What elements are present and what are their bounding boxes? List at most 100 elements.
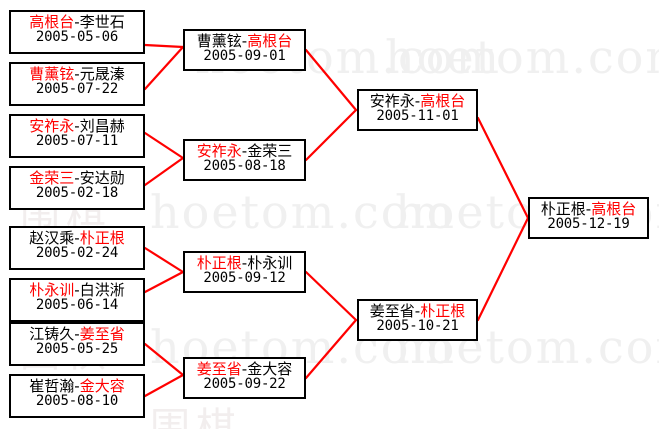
match-loser: 安达勋 bbox=[79, 169, 125, 187]
edge-r1m4-r2m2 bbox=[143, 156, 185, 187]
match-separator: - bbox=[414, 92, 421, 110]
edge-r2m3-r3m2 bbox=[304, 270, 358, 322]
edge-r2m2-r3m1 bbox=[304, 108, 358, 162]
match-box[interactable]: 曹薰铉-元晟溱 2005-07-22 bbox=[9, 62, 145, 106]
match-loser: 李世石 bbox=[79, 13, 125, 31]
match-winner: 安祚永 bbox=[196, 142, 242, 160]
match-box[interactable]: 江铸久-姜至省 2005-05-25 bbox=[9, 322, 145, 366]
match-winner: 高根台 bbox=[29, 13, 75, 31]
match-loser: 赵汉乘 bbox=[29, 229, 75, 247]
match-loser: 朴永训 bbox=[247, 254, 293, 272]
match-date: 2005-02-24 bbox=[35, 245, 119, 262]
match-players: 朴正根-高根台 bbox=[530, 201, 647, 217]
match-separator: - bbox=[74, 65, 80, 83]
match-box[interactable]: 高根台-李世石 2005-05-06 bbox=[9, 10, 145, 54]
match-winner: 朴正根 bbox=[79, 229, 125, 247]
match-loser: 白洪淅 bbox=[79, 281, 125, 299]
match-box[interactable]: 朴正根-高根台 2005-12-19 bbox=[528, 197, 649, 239]
match-separator: - bbox=[414, 302, 421, 320]
match-box[interactable]: 姜至省-金大容 2005-09-22 bbox=[183, 357, 306, 399]
edge-r2m4-r3m2 bbox=[304, 318, 358, 380]
edge-r1m1-r2m1 bbox=[143, 43, 185, 49]
match-players: 姜至省-朴正根 bbox=[359, 303, 476, 319]
match-loser: 金大容 bbox=[247, 360, 293, 378]
match-date: 2005-07-22 bbox=[35, 81, 119, 98]
match-separator: - bbox=[74, 169, 80, 187]
match-winner: 姜至省 bbox=[79, 325, 125, 343]
match-date: 2005-02-18 bbox=[35, 185, 119, 202]
match-box[interactable]: 崔哲瀚-金大容 2005-08-10 bbox=[9, 374, 145, 418]
match-winner: 朴正根 bbox=[196, 254, 242, 272]
match-date: 2005-10-21 bbox=[376, 318, 459, 335]
edge-r1m2-r2m1 bbox=[143, 45, 185, 91]
match-players: 曹薰铉-高根台 bbox=[185, 33, 304, 49]
match-loser: 江铸久 bbox=[29, 325, 75, 343]
match-box[interactable]: 安祚永-高根台 2005-11-01 bbox=[357, 89, 478, 131]
match-box[interactable]: 姜至省-朴正根 2005-10-21 bbox=[357, 299, 478, 341]
match-loser: 元晟溱 bbox=[79, 65, 125, 83]
match-players: 朴永训-白洪淅 bbox=[11, 282, 143, 298]
match-separator: - bbox=[241, 360, 248, 378]
match-loser: 安祚永 bbox=[369, 92, 415, 110]
match-loser: 崔哲瀚 bbox=[29, 377, 75, 395]
match-separator: - bbox=[74, 377, 80, 395]
match-players: 崔哲瀚-金大容 bbox=[11, 378, 143, 394]
match-date: 2005-12-19 bbox=[547, 216, 630, 233]
match-separator: - bbox=[241, 254, 248, 272]
match-date: 2005-09-01 bbox=[203, 48, 286, 65]
watermark-text: 围棋 bbox=[150, 405, 242, 429]
match-loser: 刘昌赫 bbox=[79, 117, 125, 135]
match-box[interactable]: 朴正根-朴永训 2005-09-12 bbox=[183, 251, 306, 293]
match-players: 安祚永-高根台 bbox=[359, 93, 476, 109]
edge-r1m6-r2m3 bbox=[143, 270, 185, 294]
match-separator: - bbox=[585, 200, 592, 218]
match-box[interactable]: 安祚永-金荣三 2005-08-18 bbox=[183, 139, 306, 181]
match-date: 2005-06-14 bbox=[35, 297, 119, 314]
watermark-text: hoetom.com bbox=[385, 30, 659, 84]
match-loser: 朴正根 bbox=[540, 200, 586, 218]
match-players: 江铸久-姜至省 bbox=[11, 326, 143, 342]
edge-r1m7-r2m4 bbox=[143, 342, 185, 377]
match-separator: - bbox=[241, 142, 248, 160]
match-winner: 朴永训 bbox=[29, 281, 75, 299]
match-players: 安祚永-金荣三 bbox=[185, 143, 304, 159]
match-box[interactable]: 曹薰铉-高根台 2005-09-01 bbox=[183, 29, 306, 71]
match-date: 2005-07-11 bbox=[35, 133, 119, 150]
match-winner: 朴正根 bbox=[420, 302, 466, 320]
edge-r3m2-r4m1 bbox=[476, 216, 530, 322]
match-loser: 姜至省 bbox=[369, 302, 415, 320]
edge-r2m1-r3m1 bbox=[304, 48, 358, 112]
match-winner: 姜至省 bbox=[196, 360, 242, 378]
match-box[interactable]: 安祚永-刘昌赫 2005-07-11 bbox=[9, 114, 145, 158]
match-players: 曹薰铉-元晟溱 bbox=[11, 66, 143, 82]
match-separator: - bbox=[74, 325, 80, 343]
match-box[interactable]: 赵汉乘-朴正根 2005-02-24 bbox=[9, 226, 145, 270]
edge-r1m5-r2m3 bbox=[143, 246, 185, 274]
match-winner: 高根台 bbox=[591, 200, 637, 218]
match-box[interactable]: 金荣三-安达勋 2005-02-18 bbox=[9, 166, 145, 210]
match-winner: 曹薰铉 bbox=[29, 65, 75, 83]
match-winner: 高根台 bbox=[420, 92, 466, 110]
match-date: 2005-09-12 bbox=[203, 270, 286, 287]
match-date: 2005-05-25 bbox=[35, 341, 119, 358]
match-players: 安祚永-刘昌赫 bbox=[11, 118, 143, 134]
match-separator: - bbox=[241, 32, 248, 50]
match-players: 赵汉乘-朴正根 bbox=[11, 230, 143, 246]
match-winner: 金荣三 bbox=[29, 169, 75, 187]
match-separator: - bbox=[74, 229, 80, 247]
match-players: 姜至省-金大容 bbox=[185, 361, 304, 377]
match-box[interactable]: 朴永训-白洪淅 2005-06-14 bbox=[9, 278, 145, 322]
match-loser: 金荣三 bbox=[247, 142, 293, 160]
match-separator: - bbox=[74, 13, 80, 31]
match-winner: 金大容 bbox=[79, 377, 125, 395]
match-players: 金荣三-安达勋 bbox=[11, 170, 143, 186]
match-date: 2005-05-06 bbox=[35, 29, 119, 46]
match-date: 2005-11-01 bbox=[376, 108, 459, 125]
match-separator: - bbox=[74, 117, 80, 135]
edge-r3m1-r4m1 bbox=[476, 116, 530, 220]
match-date: 2005-09-22 bbox=[203, 376, 286, 393]
edge-r1m3-r2m2 bbox=[143, 131, 185, 160]
match-winner: 高根台 bbox=[247, 32, 293, 50]
edge-r1m8-r2m4 bbox=[143, 373, 185, 398]
